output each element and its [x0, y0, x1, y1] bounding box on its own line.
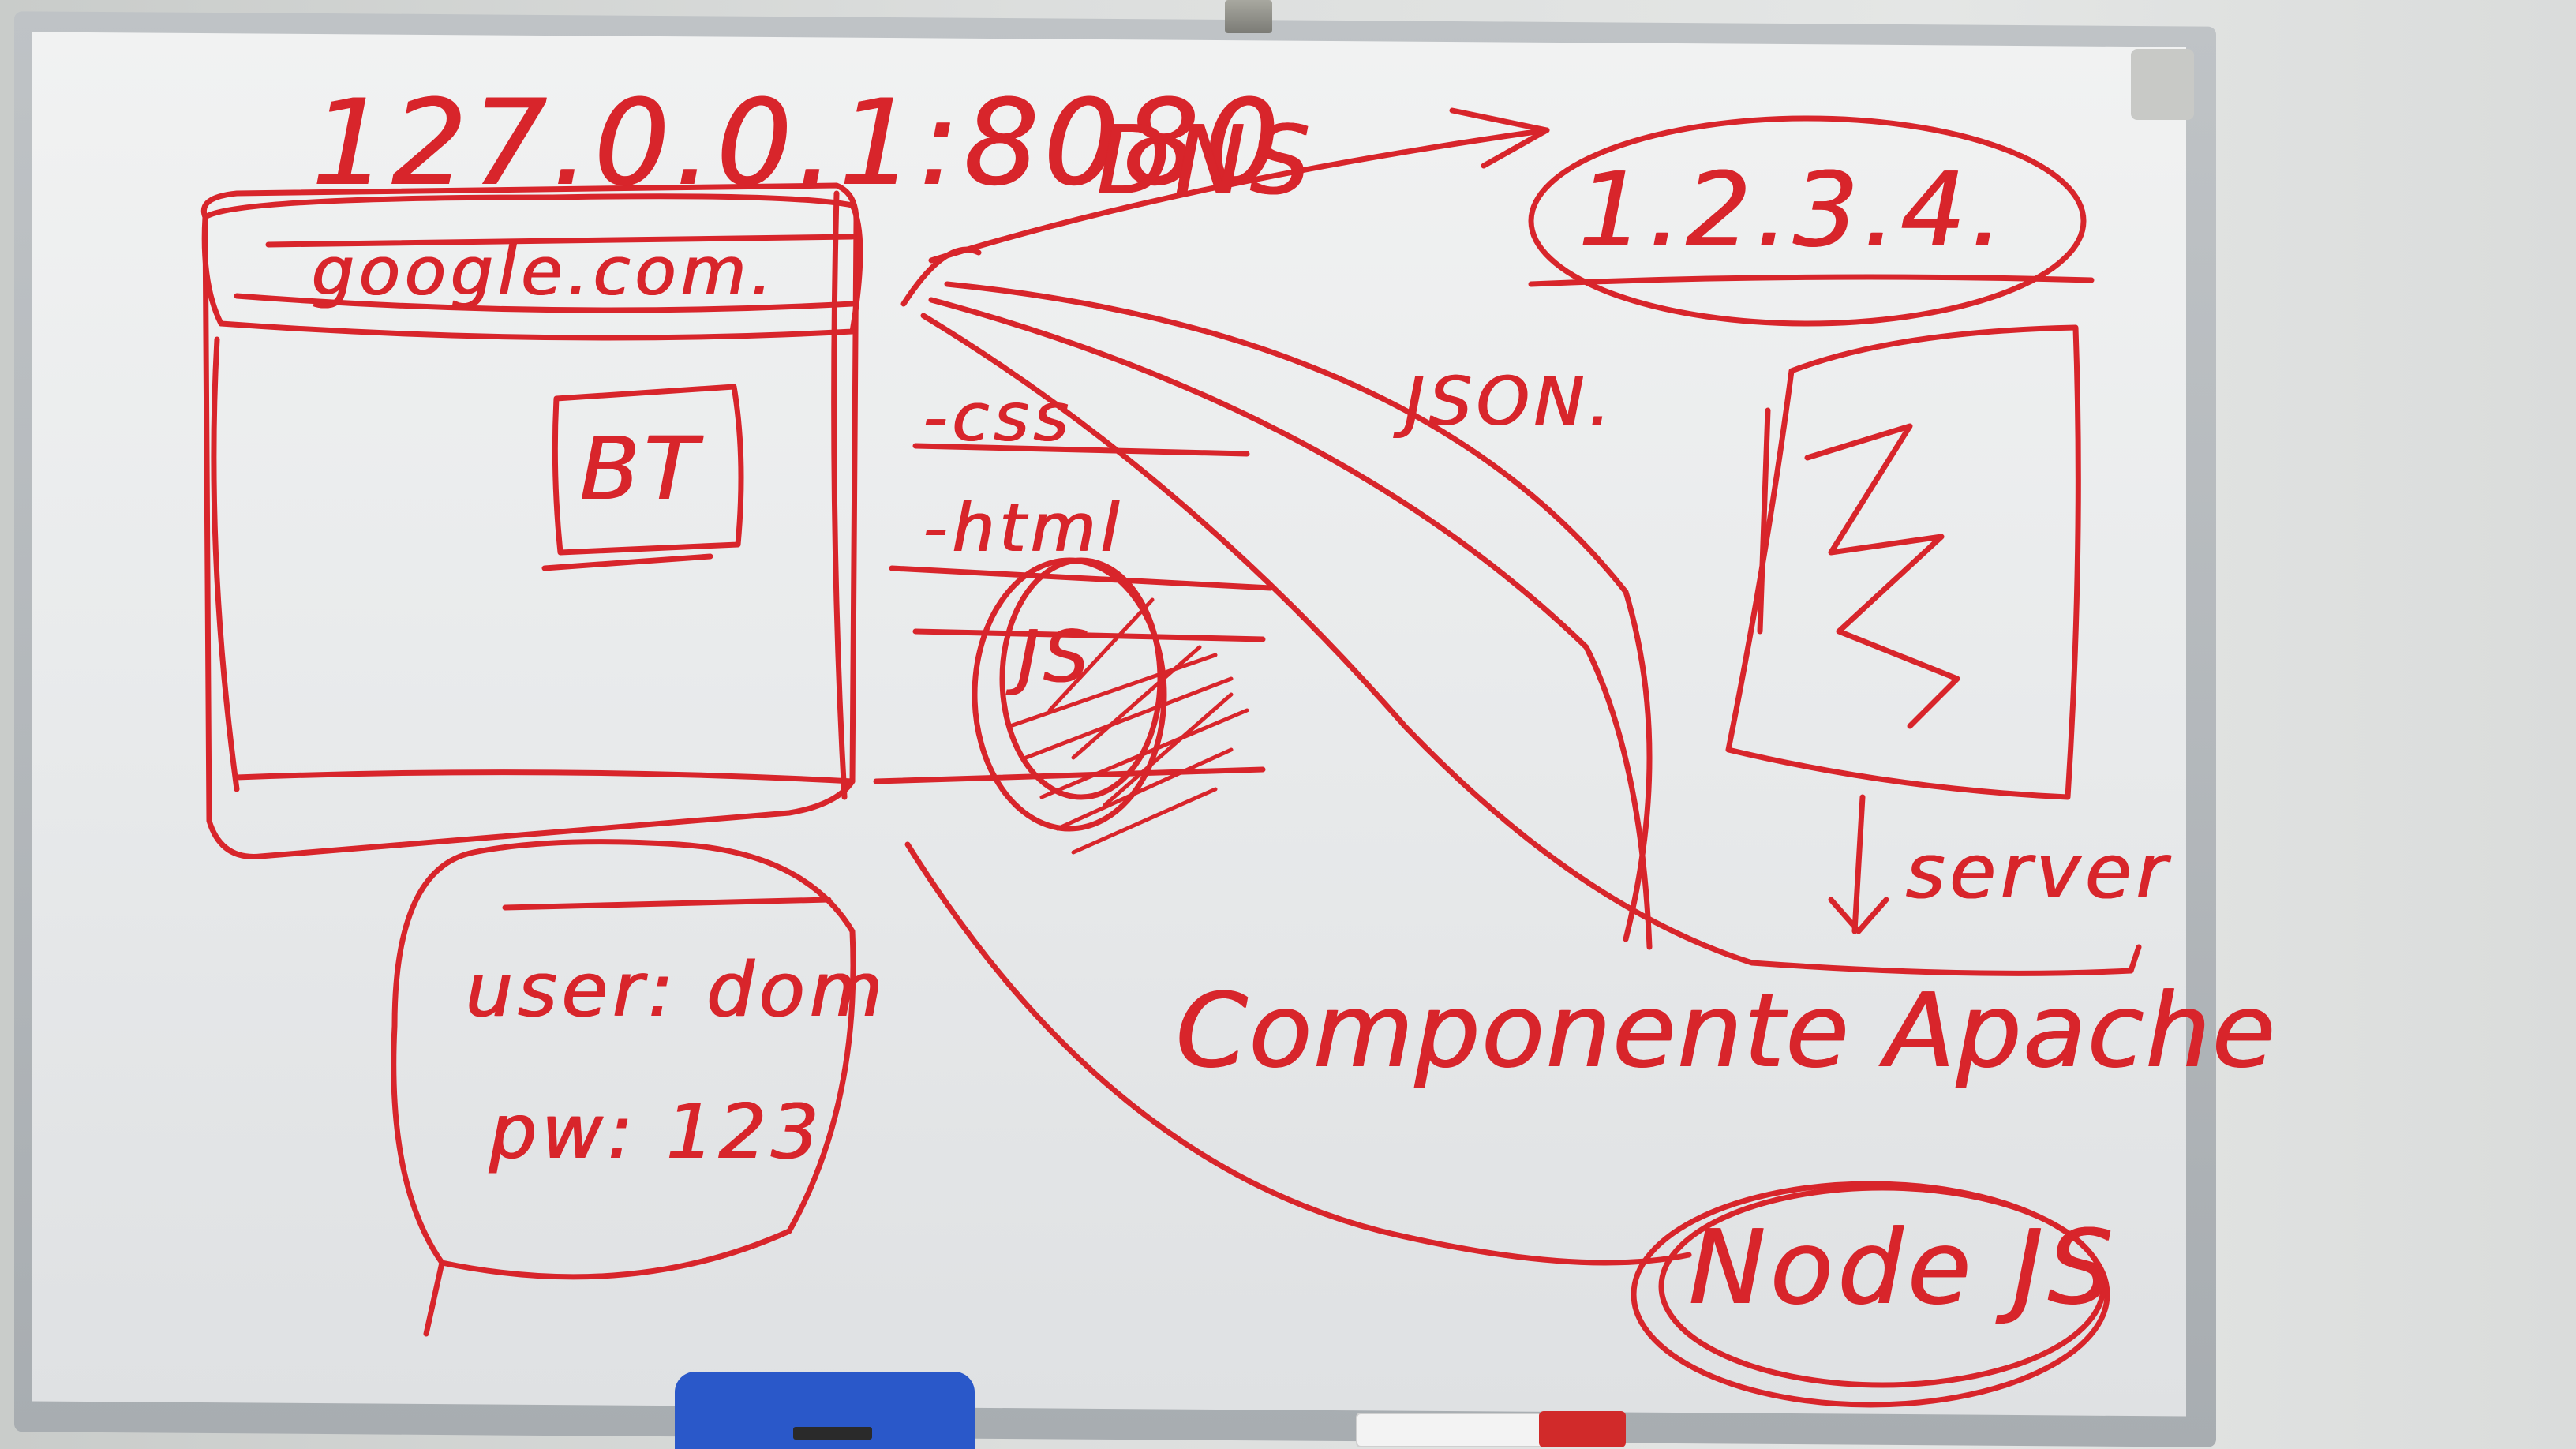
board-hanging-clip: [1225, 0, 1272, 33]
server-box-sketch: [1725, 324, 2081, 800]
ip-label: 1.2.3.4.: [1578, 150, 2009, 270]
css-label: -css: [923, 379, 1073, 457]
whiteboard-eraser: [675, 1372, 975, 1449]
node-label: Node JS: [1689, 1208, 2118, 1327]
components-label: Componente Apache: [1176, 971, 2278, 1091]
red-marker: [1356, 1411, 1626, 1447]
user-label: user: dom: [466, 947, 888, 1034]
board-corner-cap: [2131, 49, 2194, 120]
ip-underline-sketch: [1528, 274, 2095, 287]
marker-cap: [1539, 1411, 1626, 1447]
domain-label: google.com.: [312, 233, 777, 311]
resource-list-sketch: [873, 443, 1274, 784]
server-label: server: [1906, 829, 2172, 915]
eraser-brand-label: [793, 1427, 872, 1440]
server-arrow-sketch: [1828, 794, 1889, 934]
js-scribble-sketch: [972, 557, 1249, 855]
dns-label: DNS: [1097, 107, 1316, 216]
request-curves-sketch: [904, 281, 2142, 1266]
password-label: pw: 123: [489, 1089, 824, 1176]
button-label: BT: [580, 418, 702, 519]
button-box-sketch: [541, 384, 744, 571]
address-label: 127.0.0.1:8080: [312, 75, 1284, 212]
html-label: -html: [923, 489, 1125, 567]
address-bar-sketch: [201, 193, 863, 341]
ip-ellipse-sketch: [1528, 115, 2087, 327]
dns-arrow-sketch: [900, 107, 1550, 307]
node-ellipse-sketch: [1631, 1181, 2110, 1408]
js-label: JS: [1018, 616, 1094, 698]
browser-window-sketch: [201, 182, 859, 859]
json-label: JSON.: [1405, 363, 1616, 441]
credentials-balloon-sketch: [391, 839, 856, 1337]
